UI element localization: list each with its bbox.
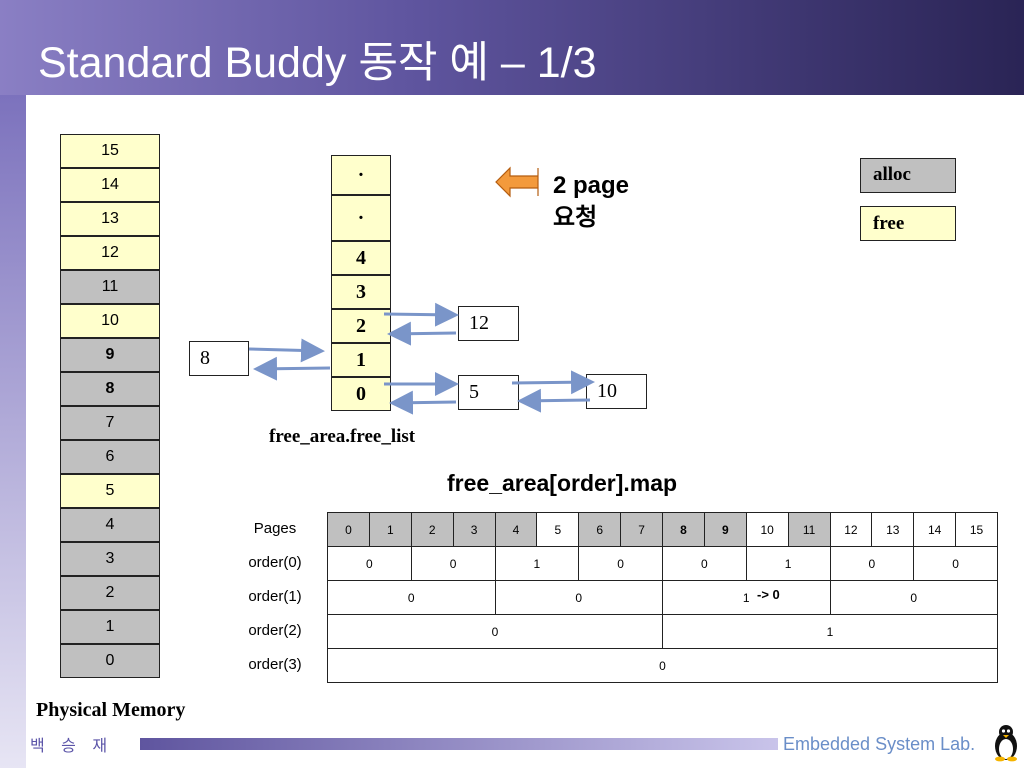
free-list-order-5: 1: [331, 343, 391, 377]
map-bit-cell: 1: [662, 580, 831, 615]
map-page-cell: 4: [494, 512, 538, 547]
memory-page-15: 15: [60, 134, 160, 168]
map-bit-cell: 0: [494, 580, 663, 615]
link-arrow: [248, 338, 325, 363]
map-page-cell: 1: [368, 512, 412, 547]
map-page-cell: 0: [327, 512, 370, 547]
map-bit-cell: 0: [662, 546, 747, 581]
order1-change-note: -> 0: [757, 587, 780, 602]
map-page-cell: 2: [410, 512, 454, 547]
memory-page-7: 7: [60, 406, 160, 440]
map-bit-cell: 0: [327, 580, 496, 615]
map-bit-cell: 0: [913, 546, 998, 581]
footer-bar: [140, 738, 778, 750]
physical-memory-label: Physical Memory: [36, 699, 186, 721]
memory-page-13: 13: [60, 202, 160, 236]
free-list-order-2: 4: [331, 241, 391, 275]
map-row-label: order(0): [248, 554, 302, 571]
map-bit-cell: 0: [829, 546, 915, 581]
link-arrow: [253, 356, 331, 381]
link-arrow: [517, 388, 591, 413]
map-page-cell: 14: [913, 512, 957, 547]
memory-page-2: 2: [60, 576, 160, 610]
slide-header: [0, 0, 1024, 95]
memory-page-8: 8: [60, 372, 160, 406]
map-page-cell: 10: [745, 512, 789, 547]
map-row-label: order(1): [248, 588, 302, 605]
penguin-logo-icon: [995, 725, 1017, 762]
free-list-order-0: ·: [331, 155, 391, 195]
map-bit-cell: 0: [578, 546, 663, 581]
map-row-label: order(2): [248, 622, 302, 639]
map-row-label: Pages: [253, 520, 297, 537]
free-list-node-12: 12: [458, 306, 519, 341]
map-bit-cell: 0: [327, 648, 998, 683]
memory-page-12: 12: [60, 236, 160, 270]
map-title: free_area[order].map: [447, 470, 678, 496]
free-list-order-3: 3: [331, 275, 391, 309]
map-bit-cell: 0: [327, 546, 412, 581]
request-line-2: 요청: [553, 204, 598, 231]
legend-free: free: [860, 206, 956, 241]
map-page-cell: 9: [703, 512, 747, 547]
request-line-1: 2 page: [553, 172, 630, 199]
request-text: 2 page 요청: [553, 170, 629, 234]
free-list-node-8: 8: [189, 341, 249, 376]
map-page-cell: 8: [662, 512, 705, 547]
link-arrow: [389, 390, 457, 415]
map-row-label: order(3): [248, 656, 302, 673]
link-arrow: [511, 370, 595, 395]
request-arrow-icon: [495, 166, 539, 198]
memory-page-9: 9: [60, 338, 160, 372]
map-bit-cell: 0: [327, 614, 663, 649]
map-page-cell: 7: [620, 512, 663, 547]
map-bit-cell: 1: [494, 546, 580, 581]
memory-page-5: 5: [60, 474, 160, 508]
legend-alloc: alloc: [860, 158, 956, 193]
memory-page-1: 1: [60, 610, 160, 644]
map-page-cell: 6: [578, 512, 622, 547]
memory-page-4: 4: [60, 508, 160, 542]
map-page-cell: 15: [955, 512, 998, 547]
map-bit-cell: 1: [662, 614, 998, 649]
map-page-cell: 13: [871, 512, 915, 547]
link-arrow: [383, 302, 459, 327]
footer-author: 백 승 재: [30, 738, 114, 755]
memory-page-3: 3: [60, 542, 160, 576]
map-page-cell: 12: [829, 512, 873, 547]
map-page-cell: 11: [787, 512, 831, 547]
map-bit-cell: 0: [410, 546, 496, 581]
memory-page-6: 6: [60, 440, 160, 474]
memory-page-14: 14: [60, 168, 160, 202]
free-list-order-6: 0: [331, 377, 391, 411]
map-page-cell: 3: [452, 512, 496, 547]
memory-page-10: 10: [60, 304, 160, 338]
free-list-order-4: 2: [331, 309, 391, 343]
footer-lab: Embedded System Lab.: [783, 734, 976, 754]
slide-left-band: [0, 95, 26, 768]
memory-page-11: 11: [60, 270, 160, 304]
free-list-label: free_area.free_list: [269, 426, 416, 447]
map-bit-cell: 0: [829, 580, 998, 615]
map-bit-cell: 1: [745, 546, 831, 581]
slide-title: Standard Buddy 동작 예 – 1/3: [38, 39, 597, 87]
link-arrow: [387, 321, 457, 346]
map-page-cell: 5: [536, 512, 580, 547]
memory-page-0: 0: [60, 644, 160, 678]
free-list-order-1: ·: [331, 195, 391, 241]
